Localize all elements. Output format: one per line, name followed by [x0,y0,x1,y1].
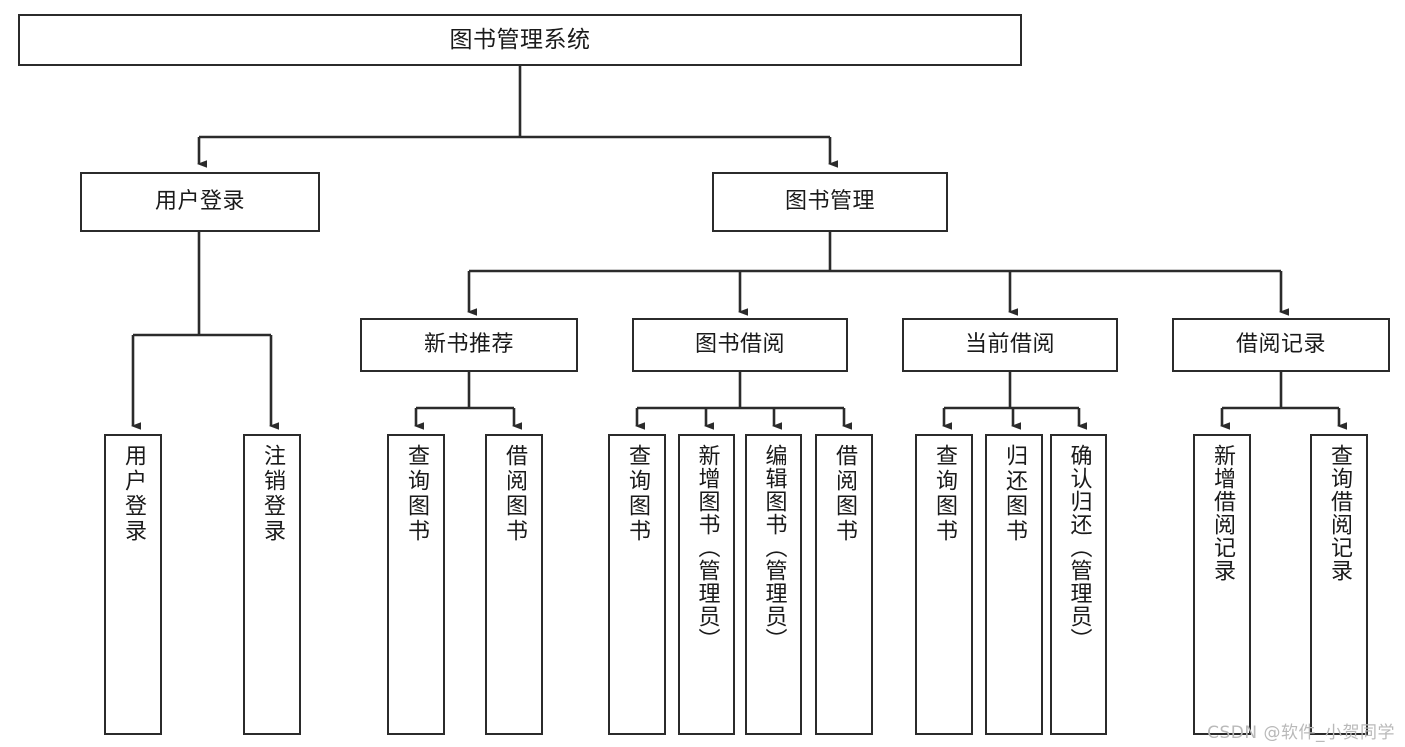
leaf-user-login-signin-label: 用户登录 [121,444,146,544]
leaf-current-borrow-query[interactable]: 查询图书 [915,434,973,735]
node-user-login[interactable]: 用户登录 [80,172,320,232]
leaf-new-book-borrow-label: 借阅图书 [502,444,527,544]
leaf-user-login-signout-label: 注销登录 [260,444,285,544]
node-root-system[interactable]: 图书管理系统 [18,14,1022,66]
node-current-borrow-label: 当前借阅 [964,332,1055,357]
node-new-book-recommend[interactable]: 新书推荐 [360,318,578,372]
leaf-book-borrow-borrow-label: 借阅图书 [832,444,857,544]
leaf-book-borrow-borrow[interactable]: 借阅图书 [815,434,873,735]
leaf-user-login-signin[interactable]: 用户登录 [104,434,162,735]
leaf-book-borrow-query-label: 查询图书 [625,444,650,544]
leaf-book-borrow-edit-label: 编辑图书（管理员） [761,444,787,651]
node-root-system-label: 图书管理系统 [449,26,591,53]
node-book-management[interactable]: 图书管理 [712,172,948,232]
leaf-new-book-query-label: 查询图书 [404,444,429,544]
leaf-new-book-query[interactable]: 查询图书 [387,434,445,735]
node-new-book-recommend-label: 新书推荐 [423,332,514,357]
leaf-current-borrow-confirm[interactable]: 确认归还（管理员） [1050,434,1107,735]
leaf-book-borrow-add-label: 新增图书（管理员） [694,444,720,651]
leaf-current-borrow-confirm-label: 确认归还（管理员） [1066,444,1092,651]
leaf-new-book-borrow[interactable]: 借阅图书 [485,434,543,735]
leaf-current-borrow-query-label: 查询图书 [932,444,957,544]
leaf-borrow-record-add[interactable]: 新增借阅记录 [1193,434,1251,735]
leaf-borrow-record-query-label: 查询借阅记录 [1327,444,1352,582]
node-borrow-record-label: 借阅记录 [1235,332,1326,357]
node-current-borrow[interactable]: 当前借阅 [902,318,1118,372]
node-borrow-record[interactable]: 借阅记录 [1172,318,1390,372]
leaf-book-borrow-query[interactable]: 查询图书 [608,434,666,735]
leaf-book-borrow-add[interactable]: 新增图书（管理员） [678,434,735,735]
node-book-borrow[interactable]: 图书借阅 [632,318,848,372]
leaf-current-borrow-return[interactable]: 归还图书 [985,434,1043,735]
leaf-borrow-record-query[interactable]: 查询借阅记录 [1310,434,1368,735]
leaf-book-borrow-edit[interactable]: 编辑图书（管理员） [745,434,802,735]
node-user-login-label: 用户登录 [154,189,245,214]
leaf-borrow-record-add-label: 新增借阅记录 [1210,444,1235,582]
node-book-borrow-label: 图书借阅 [694,332,785,357]
node-book-management-label: 图书管理 [784,189,875,214]
watermark-text: CSDN @软件_小贺同学 [1207,723,1395,743]
leaf-user-login-signout[interactable]: 注销登录 [243,434,301,735]
leaf-current-borrow-return-label: 归还图书 [1002,444,1027,544]
